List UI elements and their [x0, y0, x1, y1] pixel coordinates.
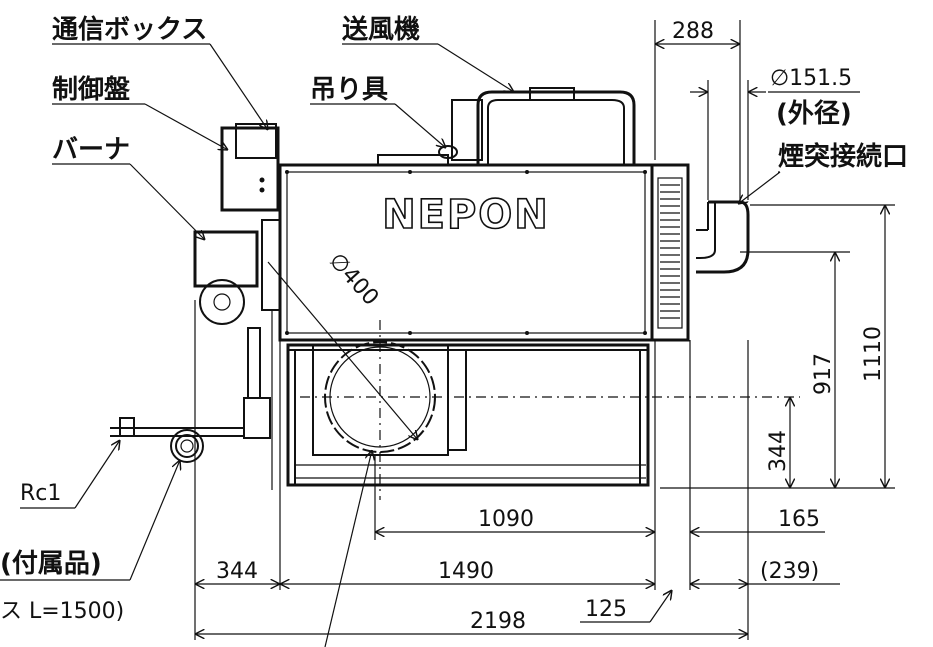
- dim-1090: 1090: [478, 507, 534, 532]
- dimensions-group: 288 1110 917 344 1090 165 34: [194, 19, 895, 640]
- labels-group: 通信ボックス 制御盤 バーナ 送風機 吊り具 ∅151.5 (外径) 煙突接続口…: [0, 15, 908, 647]
- dim-288: 288: [672, 19, 714, 44]
- label-burner: バーナ: [52, 135, 130, 165]
- label-lifting-hook: 吊り具: [310, 75, 388, 105]
- dim-1490: 1490: [438, 559, 494, 584]
- dim-917: 917: [811, 353, 836, 395]
- dim-344-vertical: 344: [766, 430, 791, 472]
- nepon-logo: NEPON: [382, 192, 550, 238]
- vent-slits: [660, 184, 680, 319]
- dim-1110: 1110: [861, 326, 886, 382]
- label-chimney-diameter: ∅151.5: [770, 66, 852, 91]
- label-chimney-connection: 煙突接続口: [778, 141, 908, 172]
- dim-125: 125: [585, 597, 627, 622]
- label-control-panel: 制御盤: [52, 74, 131, 105]
- label-chimney-outer: (外径): [776, 99, 852, 129]
- dim-344-horizontal: 344: [216, 559, 258, 584]
- dim-239: (239): [760, 559, 819, 584]
- label-rc1: Rc1: [20, 481, 61, 506]
- label-blower: 送風機: [342, 15, 420, 45]
- label-accessory: (付属品): [0, 549, 102, 579]
- label-comm-box: 通信ボックス: [52, 15, 207, 45]
- dim-2198: 2198: [470, 609, 526, 634]
- dim-165: 165: [778, 507, 820, 532]
- heater-body: NEPON ∅400: [110, 87, 800, 500]
- label-hose: ス L=1500): [0, 599, 124, 624]
- duct-diameter-label: ∅400: [324, 248, 384, 310]
